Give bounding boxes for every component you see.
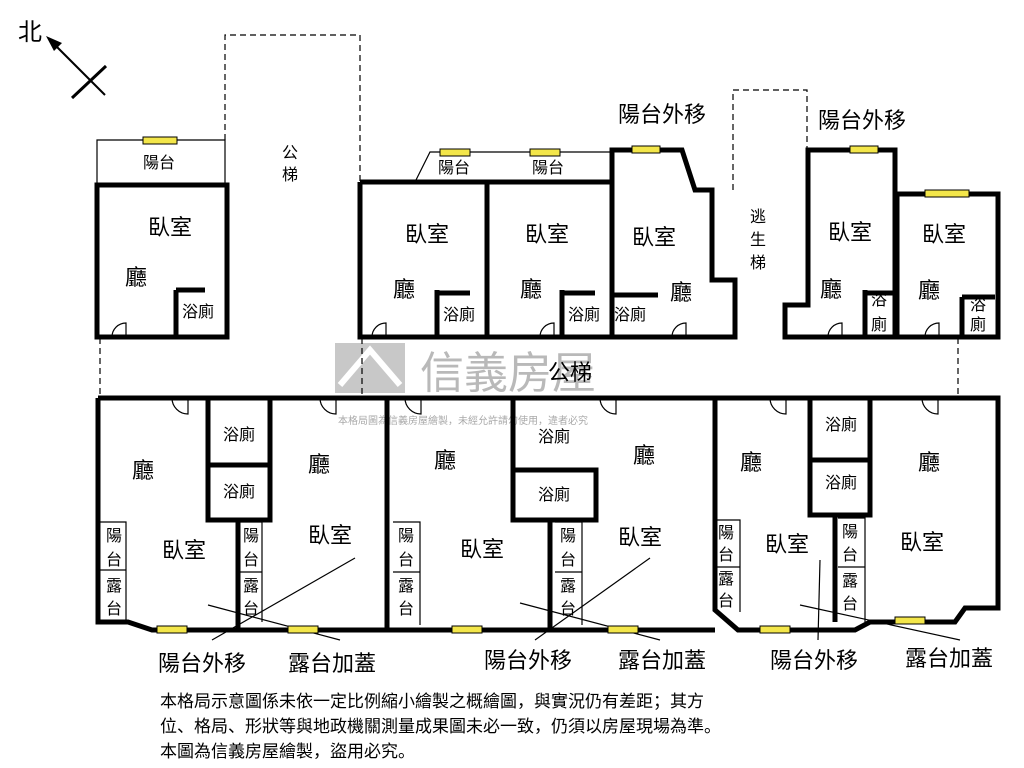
- labels-living-label: 廳: [434, 449, 456, 474]
- labels-bath-label: 浴廁: [568, 305, 600, 324]
- labels-balcony-label: 陽台: [532, 158, 564, 177]
- plan-text: 露: [718, 569, 734, 588]
- labels-living-label: 廳: [918, 279, 940, 304]
- labels-balcony-moved-label: 陽台外移: [770, 649, 858, 674]
- plan-text: 廁: [871, 315, 887, 334]
- plan-text: 台: [398, 599, 414, 618]
- plan-text: 露: [243, 576, 259, 595]
- labels-balcony-moved-label: 陽台外移: [484, 649, 572, 674]
- labels-bath-label: 浴廁: [538, 485, 570, 504]
- plan-text: 台: [718, 591, 734, 610]
- plan-text: 台: [398, 550, 414, 569]
- labels-balcony-moved-label: 陽台外移: [618, 103, 706, 128]
- doors: [111, 322, 940, 415]
- watermark-logo-icon: [335, 343, 405, 393]
- labels-bedroom-label: 臥室: [922, 223, 966, 248]
- corridor-label: 公梯: [548, 361, 592, 386]
- labels-terrace-cover-label: 露台加蓋: [905, 647, 993, 672]
- labels-bedroom-label: 臥室: [828, 221, 872, 246]
- dashed-outlines: [99, 34, 959, 398]
- labels-bedroom-label: 臥室: [308, 524, 352, 549]
- watermark-note: 本格局圖為信義房屋繪製，未經允許請勿使用，違者必究: [338, 414, 588, 427]
- plan-text: 露: [842, 571, 858, 590]
- plan-text: 台: [560, 599, 576, 618]
- watermark: 信義房屋 本格局圖為信義房屋繪製，未經允許請勿使用，違者必究: [335, 343, 596, 427]
- labels-bath-label: 浴廁: [825, 473, 857, 492]
- stair-labels: 公 梯 逃 生 梯 公梯: [282, 143, 766, 386]
- labels-living-label: 廳: [918, 451, 940, 476]
- plan-text: 生: [750, 230, 766, 249]
- labels-bath-label: 浴廁: [443, 305, 475, 324]
- plan-text: 台: [243, 599, 259, 618]
- labels-bath-label: 浴廁: [614, 305, 646, 324]
- labels-bedroom-label: 臥室: [162, 539, 206, 564]
- plan-text: 陽: [842, 522, 858, 541]
- labels-living-label: 廳: [740, 451, 762, 476]
- labels-balcony-label: 陽台: [143, 153, 175, 172]
- top-row-walls: [94, 139, 1001, 340]
- labels-living-label: 廳: [520, 278, 542, 303]
- disclaimer-line-3: 本圖為信義房屋繪製，盜用必究。: [160, 742, 415, 762]
- north-label: 北: [18, 18, 42, 46]
- plan-text: 梯: [750, 253, 766, 272]
- plan-text: 露: [106, 576, 122, 595]
- labels-terrace-cover-label: 露台加蓋: [288, 652, 376, 677]
- labels-living-label: 廳: [670, 281, 692, 306]
- plan-text: 陽: [718, 523, 734, 542]
- disclaimer-line-2: 位、格局、形狀等與地政機關測量成果圖未必一致，仍須以房屋現場為準。: [160, 717, 721, 737]
- plan-text: 台: [560, 550, 576, 569]
- labels-living-label: 廳: [820, 278, 842, 303]
- plan-text: 浴: [871, 290, 887, 309]
- labels-living-label: 廳: [393, 278, 415, 303]
- labels-bedroom-label: 臥室: [900, 531, 944, 556]
- public-stair-label-1: 公: [282, 143, 298, 162]
- labels-bedroom-label: 臥室: [632, 226, 676, 251]
- labels-bedroom-label: 臥室: [525, 223, 569, 248]
- labels-bedroom-label: 臥室: [618, 526, 662, 551]
- plan-text: 陽: [106, 526, 122, 545]
- labels-bath-label: 浴廁: [223, 425, 255, 444]
- north-arrow-icon: [46, 36, 62, 51]
- plan-text: 浴: [970, 295, 986, 314]
- plan-text: 陽: [243, 526, 259, 545]
- labels-living-label: 廳: [308, 453, 330, 478]
- labels-balcony-moved-label: 陽台外移: [818, 109, 906, 134]
- disclaimer-line-1: 本格局示意圖係未依一定比例縮小繪製之概繪圖，與實況仍有差距；其方: [160, 692, 704, 712]
- labels-bath-label: 浴廁: [223, 482, 255, 501]
- plan-text: 陽: [560, 526, 576, 545]
- plan-text: 台: [106, 599, 122, 618]
- labels-bedroom-label: 臥室: [148, 216, 192, 241]
- labels-living-label: 廳: [125, 266, 147, 291]
- labels-living-label: 廳: [132, 459, 154, 484]
- plan-text: 台: [243, 550, 259, 569]
- labels-balcony-label: 陽台: [438, 158, 470, 177]
- plan-text: 台: [842, 545, 858, 564]
- labels-bath-label: 浴廁: [825, 415, 857, 434]
- windows: [142, 136, 970, 634]
- watermark-brand: 信義房屋: [420, 348, 596, 399]
- plan-text: 台: [718, 545, 734, 564]
- labels-bath-label: 浴廁: [182, 302, 214, 321]
- labels-bedroom-label: 臥室: [405, 223, 449, 248]
- disclaimer: 本格局示意圖係未依一定比例縮小繪製之概繪圖，與實況仍有差距；其方 位、格局、形狀…: [160, 690, 880, 765]
- labels-bedroom-label: 臥室: [460, 538, 504, 563]
- labels-bath-label: 浴廁: [538, 427, 570, 446]
- top-row-labels: 陽台 臥室 廳 浴廁 陽台 陽台 臥室 廳 浴廁 臥室 廳 浴廁 陽台外移 臥室…: [125, 103, 986, 334]
- plan-text: 逃: [750, 207, 766, 226]
- plan-text: 露: [560, 576, 576, 595]
- plan-text: 廁: [970, 315, 986, 334]
- labels-terrace-cover-label: 露台加蓋: [618, 649, 706, 674]
- labels-bedroom-label: 臥室: [765, 533, 809, 558]
- plan-text: 陽: [398, 526, 414, 545]
- plan-text: 露: [398, 576, 414, 595]
- plan-text: 台: [842, 594, 858, 613]
- plan-text: 台: [106, 550, 122, 569]
- bottom-row-labels: 廳 臥室 浴廁 浴廁 廳 臥室 陽台 露台 陽台 露台 廳 臥室 浴廁 浴廁 廳…: [106, 415, 993, 677]
- public-stair-label-2: 梯: [282, 165, 298, 184]
- labels-living-label: 廳: [633, 444, 655, 469]
- north-arrow: 北: [18, 18, 108, 100]
- labels-balcony-moved-label: 陽台外移: [158, 652, 246, 677]
